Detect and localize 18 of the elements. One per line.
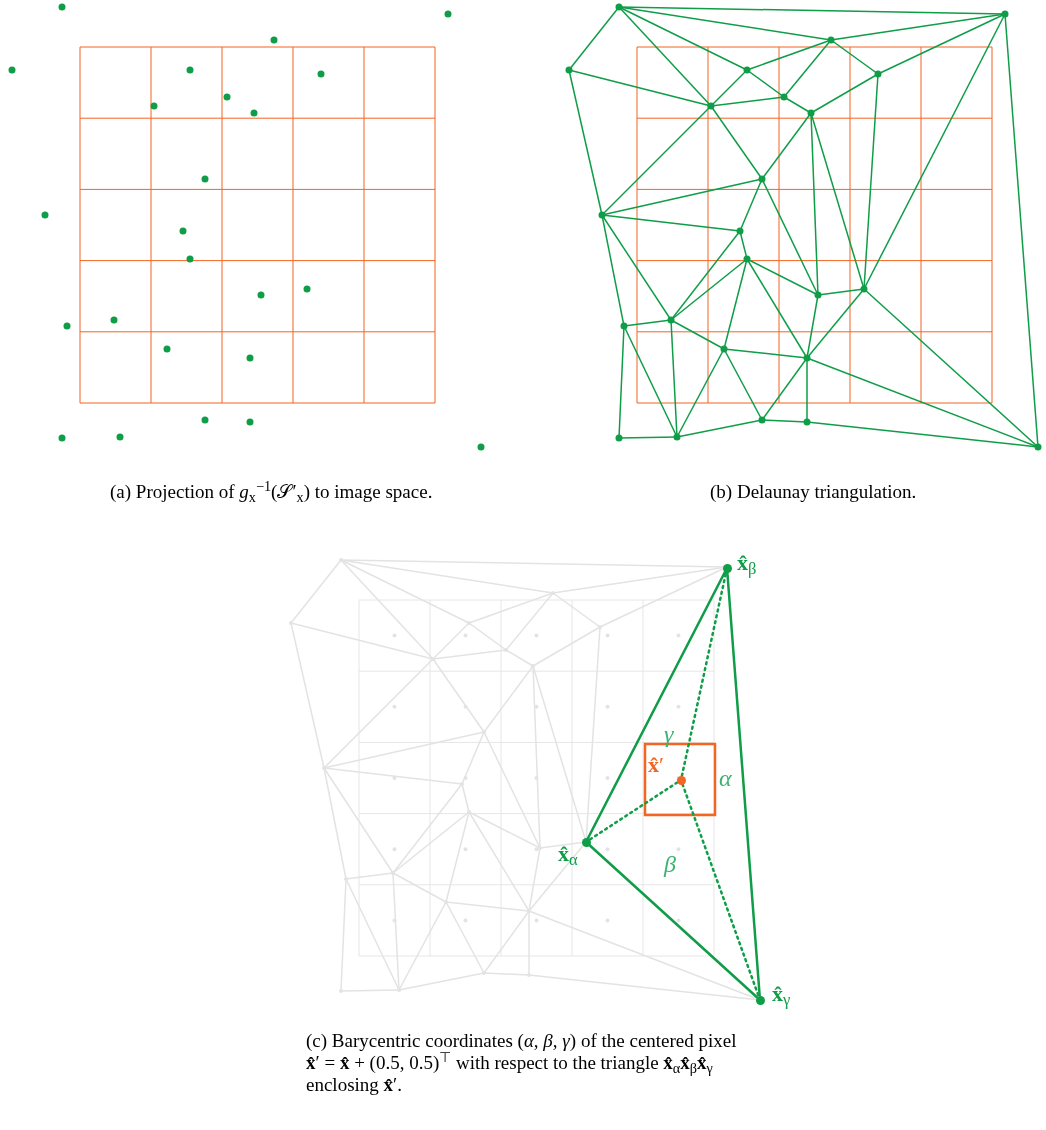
subfigure-caption: (c) Barycentric coordinates (α, β, γ) of the centered pixel x̂′ = x̂ + (0.5, 0.5)$^{⊤}$ with respect to the triangle x̂$_{α}$x̂$_{β}$x̂$_{γ}$ enclosing x̂′. [306, 1030, 738, 1096]
barycentric-weight-label: β [664, 850, 676, 879]
barycentric-weight-label: α [719, 764, 732, 793]
vertex-label: x̂$_{α}$ [558, 843, 578, 865]
dotted-line [681, 783, 760, 997]
vertex-label: x̂′ [648, 754, 664, 776]
subfigure-caption: (a) Projection of g$_{x}$$^{−1}$(𝒮′$_{x}$) to image space. [110, 478, 434, 507]
triangle-edge [726, 571, 761, 997]
triangle-edge [586, 570, 727, 840]
dotted-line [588, 781, 679, 841]
vertex-point [676, 775, 686, 785]
vertex-point [722, 563, 732, 573]
vertex-point [755, 995, 765, 1005]
vertex-point [581, 837, 591, 847]
subfigure-caption: (b) Delaunay triangulation. [710, 480, 918, 504]
barycentric-weight-label: γ [664, 720, 674, 749]
dotted-line [680, 571, 728, 777]
triangle-edge [588, 843, 758, 999]
